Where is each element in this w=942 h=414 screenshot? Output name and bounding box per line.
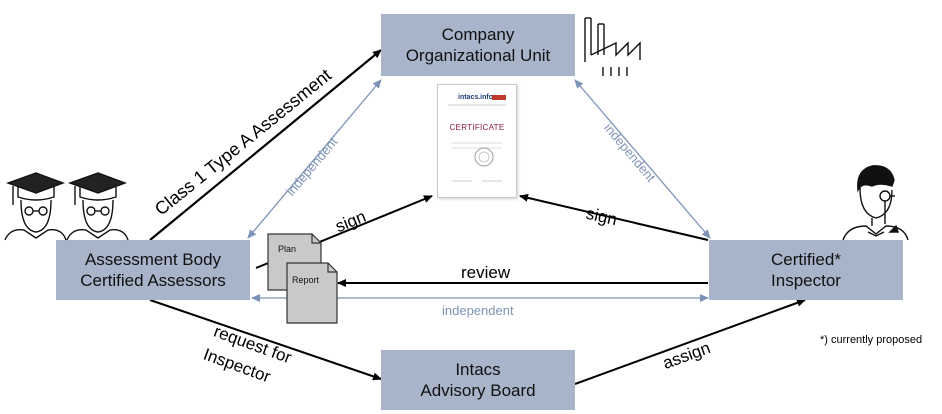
request-arrow bbox=[149, 299, 382, 381]
assessment-body-box: Assessment Body Certified Assessors bbox=[56, 240, 250, 300]
independent-bottom-label: independent bbox=[442, 303, 514, 318]
advisory-line2: Advisory Board bbox=[420, 381, 536, 400]
plan-doc-label: Plan bbox=[278, 244, 297, 254]
inspector-box: Certified* Inspector bbox=[709, 240, 903, 300]
review-label: review bbox=[461, 263, 511, 282]
certificate-title: CERTIFICATE bbox=[449, 123, 505, 132]
independent-left-line bbox=[247, 79, 382, 239]
sign-right-arrow bbox=[519, 193, 709, 241]
independent-right-line bbox=[574, 79, 711, 239]
report-doc-label: Report bbox=[292, 275, 320, 285]
company-box: Company Organizational Unit bbox=[381, 14, 575, 76]
assessment-line1: Assessment Body bbox=[84, 250, 222, 269]
certificate-brand: intacs.info bbox=[458, 94, 494, 101]
certificate-details bbox=[448, 95, 506, 182]
graduate-icon bbox=[66, 172, 129, 241]
advisory-board-box: Intacs Advisory Board bbox=[381, 350, 575, 410]
inspector-line2: Inspector bbox=[771, 271, 841, 290]
graduate-icon bbox=[4, 172, 67, 241]
footnote: *) currently proposed bbox=[820, 334, 923, 346]
company-line1: Company bbox=[441, 25, 515, 44]
document-icon bbox=[286, 262, 338, 324]
certificate-icon: intacs.info CERTIFICATE bbox=[437, 84, 517, 198]
inspector-line1: Certified* bbox=[771, 250, 841, 269]
assign-arrow bbox=[574, 298, 806, 385]
company-line2: Organizational Unit bbox=[405, 46, 551, 65]
assessment-line2: Certified Assessors bbox=[80, 271, 226, 290]
advisory-line1: Intacs bbox=[455, 360, 501, 379]
